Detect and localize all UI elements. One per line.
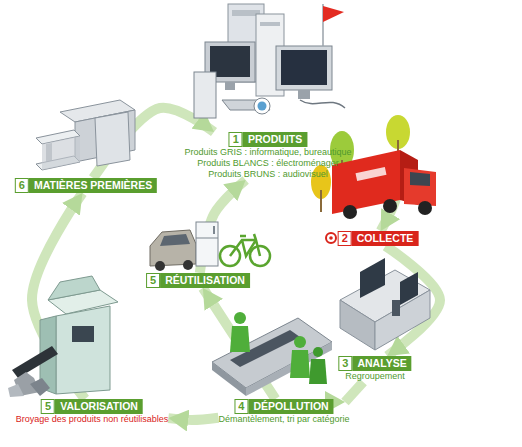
truck-illustration-part bbox=[332, 150, 400, 214]
reuse-illustration-part bbox=[196, 238, 218, 239]
analysis-machine-illustration bbox=[340, 258, 430, 350]
analysis-machine-illustration-part bbox=[340, 300, 375, 350]
step-number: 4 bbox=[234, 399, 248, 414]
truck-illustration-part bbox=[383, 199, 397, 213]
computer-illustration-part bbox=[225, 82, 235, 90]
reuse-illustration-part bbox=[213, 226, 215, 234]
reuse-illustration-part bbox=[250, 246, 270, 266]
reuse-illustration-part bbox=[196, 222, 218, 266]
label-bar: 4DÉPOLLUTION bbox=[234, 399, 333, 414]
stage-label: 4DÉPOLLUTIONDémantèlement, tri par catég… bbox=[218, 399, 349, 425]
logo-symbol-part bbox=[326, 233, 336, 243]
stage-label: 1PRODUITSProduits GRIS : informatique, b… bbox=[184, 132, 351, 180]
cycle-arrow bbox=[345, 382, 363, 402]
step-description: Regroupement bbox=[345, 371, 405, 382]
step-number: 5 bbox=[146, 273, 160, 288]
computer-illustration-part bbox=[300, 100, 345, 108]
shredder-illustration-part bbox=[48, 276, 100, 300]
dismantling-illustration-part bbox=[234, 312, 246, 324]
step-description: Produits GRIS : informatique, bureautiqu… bbox=[184, 147, 351, 158]
step-description: Démantèlement, tri par catégorie bbox=[218, 414, 349, 425]
step-number: 5 bbox=[41, 399, 55, 414]
shredder-illustration-part bbox=[72, 326, 94, 342]
raw-materials-illustration-part bbox=[95, 112, 130, 166]
stage-label: 3ANALYSERegroupement bbox=[338, 356, 411, 382]
stage-label: 6MATIÈRES PREMIÈRES bbox=[15, 178, 157, 193]
step-title: RÉUTILISATION bbox=[160, 273, 250, 288]
computer-illustration-part bbox=[260, 22, 280, 26]
reuse-illustration-part bbox=[155, 261, 165, 271]
dismantling-illustration bbox=[212, 312, 332, 396]
shredder-illustration-part bbox=[8, 384, 24, 397]
stage-label: 5VALORISATIONBroyage des produits non ré… bbox=[16, 399, 169, 425]
step-title: PRODUITS bbox=[243, 132, 307, 147]
logo-symbol-part bbox=[329, 236, 333, 240]
step-title: ANALYSE bbox=[352, 356, 411, 371]
step-description: Produits BLANCS : électroménager bbox=[197, 158, 339, 169]
label-bar: 6MATIÈRES PREMIÈRES bbox=[15, 178, 157, 193]
reuse-illustration-part bbox=[230, 234, 260, 256]
step-description: Broyage des produits non réutilisables bbox=[16, 414, 169, 425]
reuse-illustration-part bbox=[183, 260, 193, 270]
step-title: COLLECTE bbox=[352, 231, 419, 246]
truck-illustration-part bbox=[410, 172, 430, 186]
computer-illustration-part bbox=[276, 46, 332, 90]
label-bar: 5RÉUTILISATION bbox=[146, 273, 250, 288]
truck-illustration-part bbox=[418, 201, 432, 215]
computer-illustration-part bbox=[298, 90, 310, 99]
step-number: 6 bbox=[15, 178, 29, 193]
step-description: Produits BRUNS : audiovisuel bbox=[208, 169, 328, 180]
truck-illustration-part bbox=[355, 167, 386, 181]
truck-illustration-part bbox=[404, 168, 436, 206]
analysis-machine-illustration-part bbox=[400, 272, 418, 305]
step-title: VALORISATION bbox=[55, 399, 143, 414]
stage-label: 5RÉUTILISATION bbox=[146, 273, 250, 288]
dismantling-illustration-part bbox=[230, 326, 250, 352]
step-number: 3 bbox=[338, 356, 352, 371]
logo-symbol bbox=[326, 233, 336, 243]
shredder-illustration-part bbox=[12, 346, 58, 378]
step-number: 1 bbox=[229, 132, 243, 147]
reuse-illustration-part bbox=[160, 234, 190, 246]
cycle-arrow bbox=[168, 418, 218, 420]
reuse-illustration bbox=[150, 222, 270, 271]
analysis-machine-illustration-part bbox=[392, 300, 400, 316]
dismantling-illustration-part bbox=[313, 347, 323, 357]
raw-materials-illustration bbox=[36, 100, 135, 170]
step-title: DÉPOLLUTION bbox=[248, 399, 333, 414]
shredder-illustration-part bbox=[56, 306, 110, 394]
step-number: 2 bbox=[338, 231, 352, 246]
computer-illustration-part bbox=[194, 72, 216, 118]
label-bar: 3ANALYSE bbox=[338, 356, 411, 371]
computer-illustration-part bbox=[254, 98, 270, 114]
dismantling-illustration-part bbox=[212, 362, 246, 396]
shredder-illustration bbox=[8, 276, 118, 397]
label-bar: 5VALORISATION bbox=[41, 399, 143, 414]
dismantling-illustration-part bbox=[294, 336, 306, 348]
label-bar: 1PRODUITS bbox=[229, 132, 307, 147]
shredder-illustration-part bbox=[30, 378, 50, 396]
flag-symbol bbox=[323, 4, 344, 46]
dismantling-illustration-part bbox=[290, 350, 310, 378]
computer-illustration-part bbox=[281, 50, 327, 85]
raw-materials-illustration-part bbox=[42, 136, 80, 170]
truck-illustration-part bbox=[343, 205, 357, 219]
dismantling-illustration-part bbox=[309, 359, 327, 384]
computer-illustration bbox=[194, 4, 345, 118]
computer-illustration-part bbox=[258, 102, 267, 111]
step-title: MATIÈRES PREMIÈRES bbox=[29, 178, 157, 193]
label-bar: 2COLLECTE bbox=[338, 231, 419, 246]
stage-label: 2COLLECTE bbox=[338, 231, 419, 246]
truck-illustration-part bbox=[320, 190, 322, 212]
flag-symbol-part bbox=[323, 6, 344, 22]
analysis-machine-illustration-part bbox=[360, 258, 385, 298]
